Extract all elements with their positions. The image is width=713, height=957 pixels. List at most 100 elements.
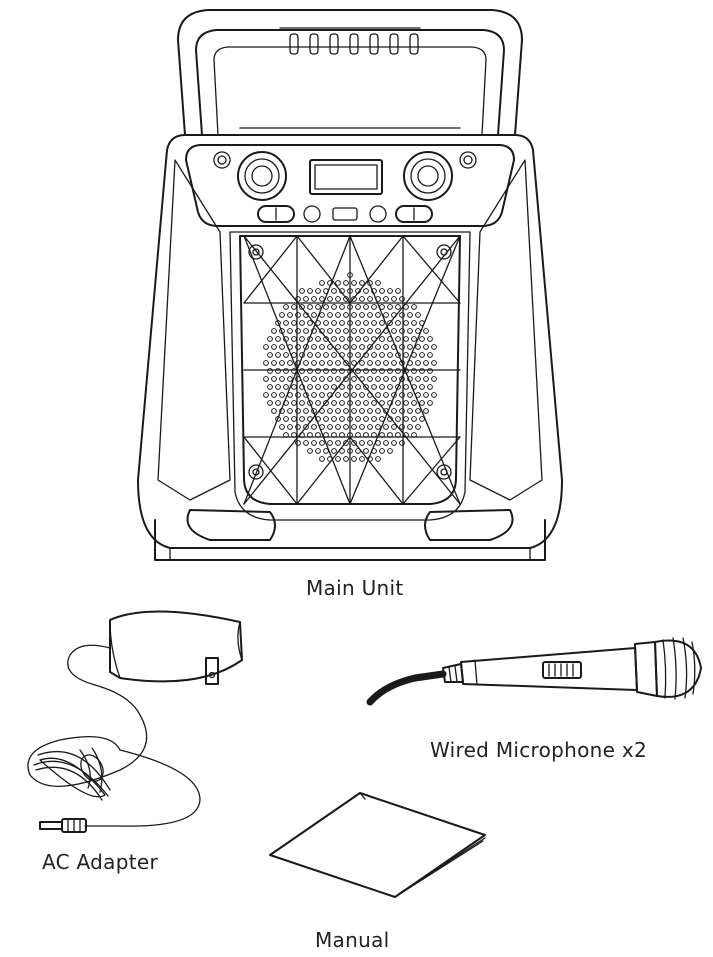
speaker-hole: [263, 360, 269, 366]
speaker-hole: [319, 440, 325, 446]
speaker-hole: [379, 368, 385, 374]
speaker-hole: [319, 312, 325, 318]
manual-label: Manual: [315, 928, 390, 952]
speaker-hole: [327, 376, 333, 382]
speaker-hole: [363, 432, 369, 438]
speaker-hole: [287, 376, 293, 382]
speaker-hole: [343, 312, 349, 318]
speaker-hole: [323, 304, 329, 310]
speaker-hole: [291, 400, 297, 406]
speaker-hole: [395, 336, 401, 342]
speaker-hole: [367, 424, 373, 430]
speaker-hole: [411, 416, 417, 422]
speaker-hole: [275, 416, 281, 422]
speaker-hole: [339, 448, 345, 454]
speaker-hole: [295, 328, 301, 334]
speaker-hole: [291, 304, 297, 310]
speaker-hole: [323, 288, 329, 294]
speaker-hole: [279, 360, 285, 366]
speaker-hole: [363, 384, 369, 390]
speaker-hole: [355, 432, 361, 438]
speaker-hole: [295, 392, 301, 398]
speaker-hole: [327, 360, 333, 366]
speaker-hole: [359, 424, 365, 430]
speaker-hole: [319, 376, 325, 382]
speaker-hole: [399, 328, 405, 334]
speaker-hole: [347, 336, 353, 342]
speaker-hole: [395, 384, 401, 390]
manual-illustration: [265, 785, 495, 900]
speaker-hole: [315, 320, 321, 326]
speaker-hole: [367, 344, 373, 350]
speaker-hole: [267, 368, 273, 374]
speaker-hole: [311, 440, 317, 446]
speaker-hole: [391, 376, 397, 382]
speaker-hole: [423, 344, 429, 350]
speaker-hole: [351, 408, 357, 414]
wired-microphone-label: Wired Microphone x2: [430, 738, 648, 762]
speaker-hole: [295, 312, 301, 318]
speaker-hole: [303, 392, 309, 398]
speaker-hole: [275, 384, 281, 390]
speaker-hole: [279, 424, 285, 430]
speaker-hole: [411, 352, 417, 358]
speaker-hole: [279, 392, 285, 398]
speaker-hole: [323, 448, 329, 454]
speaker-hole: [419, 400, 425, 406]
speaker-hole: [351, 296, 357, 302]
speaker-hole: [379, 320, 385, 326]
speaker-hole: [267, 352, 273, 358]
speaker-hole: [359, 344, 365, 350]
speaker-hole: [351, 280, 357, 286]
speaker-hole: [375, 456, 381, 462]
speaker-hole: [335, 312, 341, 318]
speaker-hole: [379, 288, 385, 294]
speaker-hole: [319, 392, 325, 398]
speaker-hole: [343, 360, 349, 366]
speaker-hole: [359, 280, 365, 286]
speaker-hole: [383, 312, 389, 318]
speaker-hole: [367, 408, 373, 414]
speaker-hole: [415, 328, 421, 334]
speaker-hole: [287, 360, 293, 366]
speaker-hole: [283, 336, 289, 342]
speaker-hole: [339, 400, 345, 406]
speaker-hole: [275, 320, 281, 326]
speaker-hole: [331, 288, 337, 294]
speaker-hole: [283, 432, 289, 438]
speaker-hole: [307, 448, 313, 454]
speaker-hole: [283, 368, 289, 374]
speaker-hole: [311, 296, 317, 302]
speaker-hole: [343, 280, 349, 286]
speaker-hole: [387, 336, 393, 342]
speaker-hole: [375, 360, 381, 366]
speaker-hole: [423, 392, 429, 398]
speaker-hole: [383, 344, 389, 350]
speaker-hole: [343, 456, 349, 462]
speaker-hole: [355, 320, 361, 326]
speaker-hole: [295, 360, 301, 366]
speaker-hole: [371, 288, 377, 294]
speaker-hole: [339, 432, 345, 438]
speaker-hole: [355, 288, 361, 294]
speaker-hole: [271, 360, 277, 366]
speaker-hole: [375, 424, 381, 430]
speaker-hole: [283, 384, 289, 390]
speaker-hole: [303, 312, 309, 318]
speaker-hole: [411, 336, 417, 342]
speaker-hole: [315, 368, 321, 374]
speaker-hole: [355, 352, 361, 358]
speaker-hole: [379, 432, 385, 438]
speaker-hole: [291, 336, 297, 342]
speaker-hole: [307, 432, 313, 438]
speaker-hole: [307, 384, 313, 390]
speaker-hole: [351, 344, 357, 350]
speaker-hole: [287, 424, 293, 430]
speaker-hole: [319, 344, 325, 350]
speaker-hole: [303, 408, 309, 414]
speaker-hole: [383, 296, 389, 302]
speaker-hole: [351, 376, 357, 382]
speaker-hole: [295, 376, 301, 382]
speaker-hole: [315, 336, 321, 342]
speaker-hole: [359, 408, 365, 414]
